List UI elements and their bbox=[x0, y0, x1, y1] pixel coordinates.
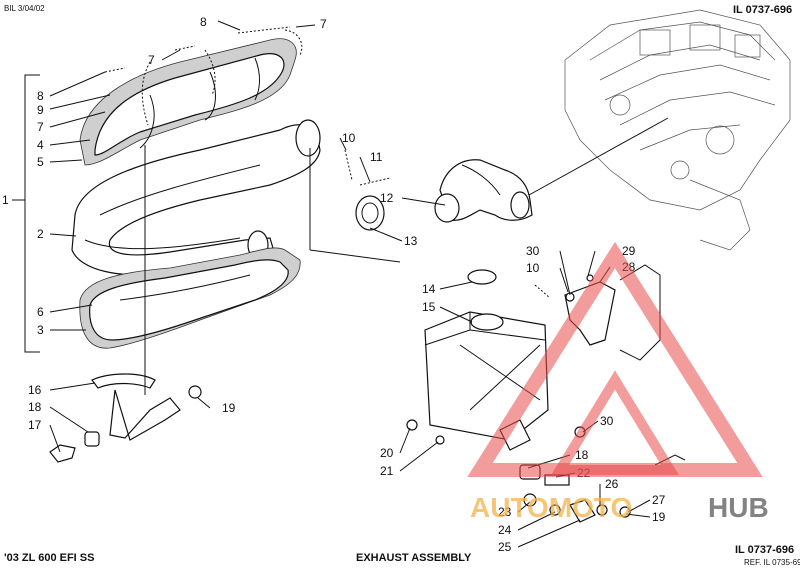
callout-10: 10 bbox=[526, 261, 540, 275]
callout-17: 17 bbox=[28, 418, 42, 432]
callout-18: 18 bbox=[28, 400, 42, 414]
mounting-bracket bbox=[49, 373, 202, 463]
callout-24: 24 bbox=[498, 523, 512, 537]
callout-2: 2 bbox=[37, 227, 44, 241]
callout-13: 13 bbox=[404, 234, 418, 248]
callout-20: 20 bbox=[380, 446, 394, 460]
callout-labels: 8 7 7 8 9 7 4 5 1 2 6 3 16 18 17 19 10 1… bbox=[2, 15, 666, 554]
callout-26: 26 bbox=[605, 477, 619, 491]
watermark-text-part2: HUB bbox=[708, 492, 769, 523]
callout-8: 8 bbox=[200, 15, 207, 29]
callout-23: 23 bbox=[498, 505, 512, 519]
support-bracket bbox=[534, 264, 661, 361]
exhaust-manifold bbox=[434, 159, 533, 223]
engine-block-illustration bbox=[564, 9, 791, 251]
callout-25: 25 bbox=[498, 540, 512, 554]
callout-6: 6 bbox=[37, 305, 44, 319]
callout-3: 3 bbox=[37, 323, 44, 337]
callout-9: 9 bbox=[37, 103, 44, 117]
callout-10: 10 bbox=[342, 131, 356, 145]
heat-shield-upper bbox=[79, 38, 297, 166]
footer-title: EXHAUST ASSEMBLY bbox=[356, 552, 472, 564]
callout-27: 27 bbox=[652, 493, 666, 507]
callout-7: 7 bbox=[320, 17, 327, 31]
callout-30: 30 bbox=[600, 414, 614, 428]
callout-19: 19 bbox=[652, 510, 666, 524]
leader-engine bbox=[519, 117, 669, 201]
muffler-canister bbox=[424, 269, 549, 451]
callout-5: 5 bbox=[37, 155, 44, 169]
springs-mid bbox=[344, 149, 391, 186]
expansion-chamber bbox=[71, 119, 321, 276]
bracket-item-1 bbox=[24, 74, 40, 353]
callout-30: 30 bbox=[526, 244, 540, 258]
callout-12: 12 bbox=[380, 191, 394, 205]
springs-top bbox=[104, 26, 303, 126]
callout-7: 7 bbox=[148, 53, 155, 67]
callout-29: 29 bbox=[622, 244, 636, 258]
watermark-logo: AUTOMOTO HUB bbox=[467, 241, 769, 523]
footer-ref: REF. IL 0735-699 bbox=[744, 558, 800, 567]
callout-8: 8 bbox=[37, 89, 44, 103]
footer-code: IL 0737-696 bbox=[735, 544, 794, 556]
header-right-code: IL 0737-696 bbox=[733, 4, 792, 16]
callout-16: 16 bbox=[28, 383, 42, 397]
header-left-code: BIL 3/04/02 bbox=[4, 4, 45, 13]
watermark-text-part1: AUTOMOTO bbox=[470, 492, 632, 523]
callout-14: 14 bbox=[422, 282, 436, 296]
callout-1: 1 bbox=[2, 193, 9, 207]
gasket-ring bbox=[355, 195, 385, 231]
callout-19: 19 bbox=[222, 401, 236, 415]
callout-15: 15 bbox=[422, 300, 436, 314]
callout-11: 11 bbox=[370, 150, 383, 164]
footer-model: '03 ZL 600 EFI SS bbox=[4, 552, 94, 564]
callout-7: 7 bbox=[37, 120, 44, 134]
callout-4: 4 bbox=[37, 138, 44, 152]
callout-18: 18 bbox=[575, 448, 589, 462]
heat-shield-lower bbox=[79, 247, 301, 349]
callout-21: 21 bbox=[380, 464, 394, 478]
